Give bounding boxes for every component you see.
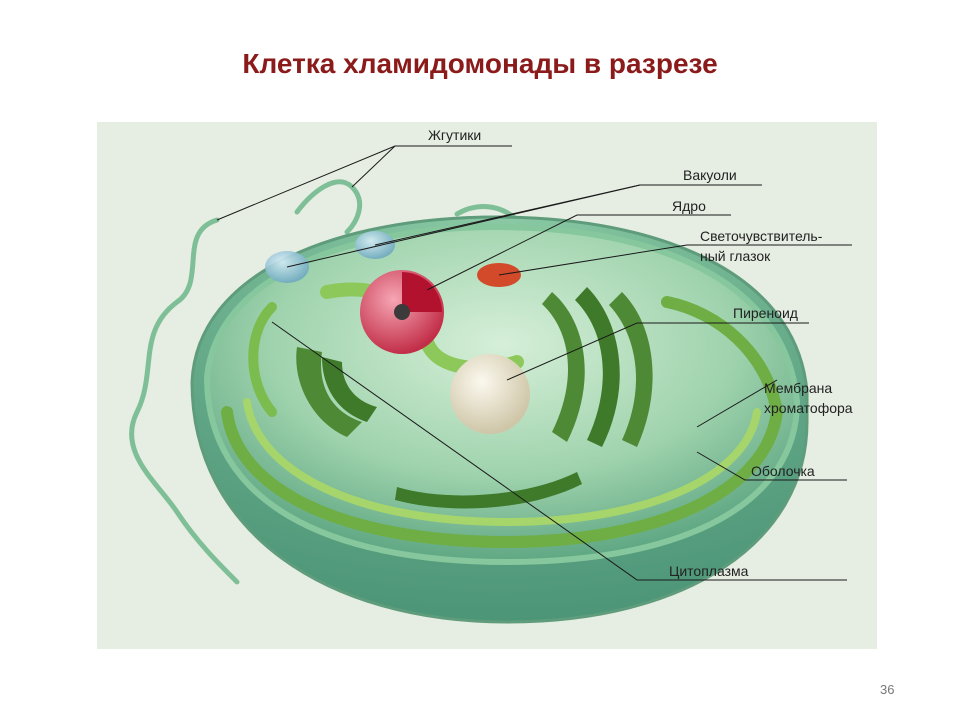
label-flagella: Жгутики — [428, 127, 482, 143]
label-vacuoles: Вакуоли — [683, 167, 737, 183]
nucleus — [360, 270, 444, 354]
page-number: 36 — [880, 682, 895, 697]
leader-lines — [216, 145, 852, 581]
label-chromatophore-line1: Мембрана — [764, 380, 833, 396]
label-pyrenoid: Пиреноид — [733, 305, 798, 321]
pyrenoid — [450, 354, 530, 434]
slide-title: Клетка хламидомонады в разрезе — [242, 48, 718, 79]
cell-illustration — [129, 145, 852, 624]
cell-diagram: Жгутики Вакуоли Ядро Светочувствитель- н… — [97, 122, 877, 649]
label-nucleus: Ядро — [672, 198, 706, 214]
label-eyespot-line2: ный глазок — [700, 248, 771, 264]
thylakoids — [296, 287, 653, 509]
label-chromatophore-line2: хроматофора — [764, 400, 853, 416]
label-cell-wall: Оболочка — [751, 463, 815, 479]
label-eyespot-line1: Светочувствитель- — [700, 228, 823, 244]
label-cytoplasm: Цитоплазма — [669, 563, 749, 579]
